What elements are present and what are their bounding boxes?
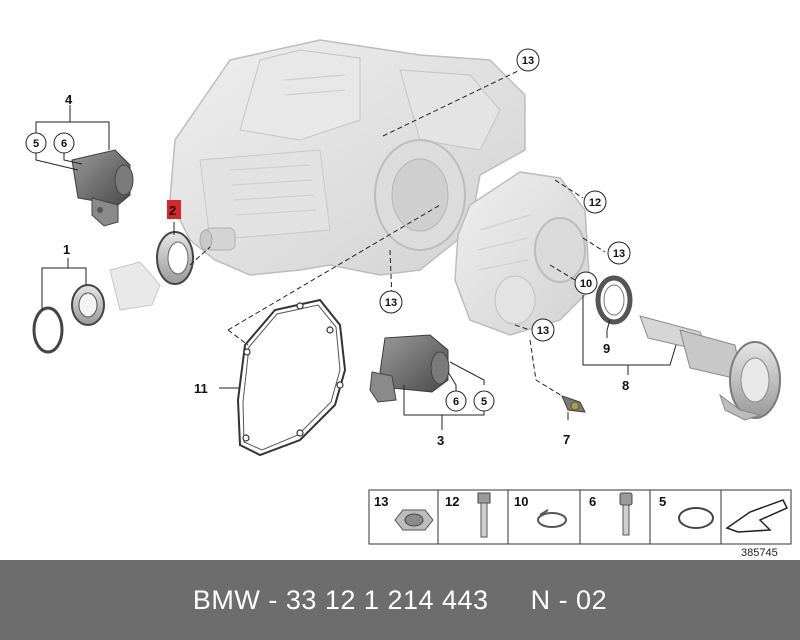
callout-1: 1 xyxy=(63,242,70,257)
actuator-motor-4 xyxy=(71,149,134,227)
rear-cover-housing xyxy=(454,171,591,336)
actuator-motor-3 xyxy=(369,334,450,403)
callout-12: 12 xyxy=(589,197,601,209)
legend-10: 10 xyxy=(514,494,528,509)
parts-legend: 13 12 10 6 5 xyxy=(368,489,792,545)
callout-6-upper: 6 xyxy=(61,138,67,150)
callout-9: 9 xyxy=(603,341,610,356)
legend-12: 12 xyxy=(445,494,459,509)
callout-4: 4 xyxy=(65,92,73,107)
callout-5-upper: 5 xyxy=(33,138,39,150)
reference-number: 385745 xyxy=(741,547,778,559)
callout-2: 2 xyxy=(169,203,176,218)
legend-6: 6 xyxy=(589,494,596,509)
footer-bar: BMW - 33 12 1 214 443 N - 02 xyxy=(0,560,800,640)
differential-housing xyxy=(169,39,526,276)
parts-diagram: 4 1 11 3 7 8 9 2 5 6 13 12 13 10 13 13 6… xyxy=(25,39,792,559)
callout-11: 11 xyxy=(194,381,208,396)
callout-13-top: 13 xyxy=(522,55,534,67)
gasket-11 xyxy=(236,298,347,457)
hex-bolt-icon xyxy=(477,492,491,538)
legend-13: 13 xyxy=(374,494,388,509)
callout-13-bottom: 13 xyxy=(385,297,397,309)
socket-bolt-icon xyxy=(619,492,633,536)
legend-5: 5 xyxy=(659,494,666,509)
bearing-set-1 xyxy=(32,261,161,354)
circlip-icon xyxy=(537,509,567,528)
plug-screw-icon xyxy=(394,509,434,531)
sensor-7 xyxy=(561,395,586,413)
callout-10: 10 xyxy=(580,278,592,290)
callout-3: 3 xyxy=(437,433,444,448)
callout-13-right: 13 xyxy=(613,248,625,260)
circled-callouts: 5 6 13 12 13 10 13 13 6 5 xyxy=(25,48,631,412)
callout-5-lower: 5 xyxy=(481,396,487,408)
callout-13-cover: 13 xyxy=(537,325,549,337)
highlight-box-2 xyxy=(167,200,181,219)
page-code-text: N - 02 xyxy=(530,584,608,615)
o-ring-icon xyxy=(678,507,714,529)
shaft-seal-2 xyxy=(156,231,194,285)
diagram-canvas: 4 1 11 3 7 8 9 2 5 6 13 12 13 10 13 13 6… xyxy=(25,39,792,559)
shaft-seal-10 xyxy=(595,275,633,325)
callout-6-lower: 6 xyxy=(453,396,459,408)
callout-7: 7 xyxy=(563,432,570,447)
callout-8: 8 xyxy=(622,378,629,393)
output-flange-8 xyxy=(639,315,781,421)
directional-arrow-icon xyxy=(725,499,789,533)
part-number-text: BMW - 33 12 1 214 443 xyxy=(192,584,489,615)
